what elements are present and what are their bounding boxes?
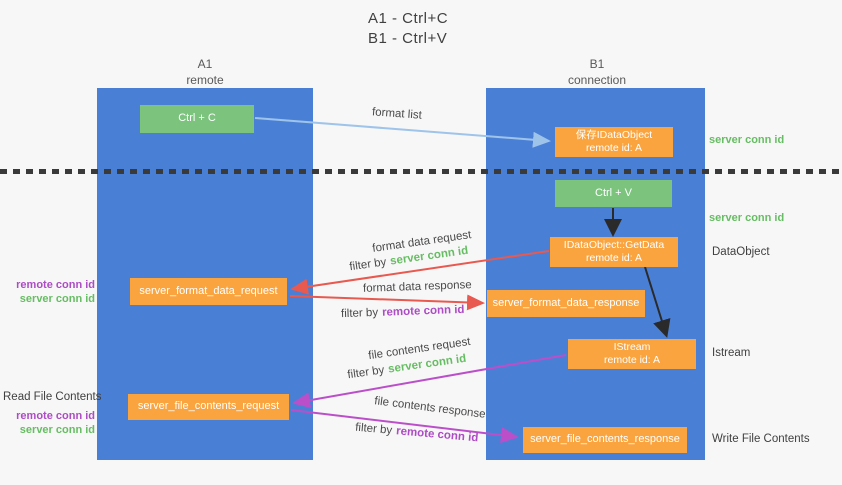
node-save-idataobject: 保存IDataObject remote id: A: [555, 127, 673, 157]
node-server-format-data-request: server_format_data_request: [130, 278, 287, 305]
filter-by-text: filter by: [346, 364, 386, 382]
annotation-dataobject: DataObject: [712, 246, 770, 258]
node-ctrl-v: Ctrl + V: [555, 180, 672, 207]
annotation-server-conn-id-top: server conn id: [709, 134, 785, 146]
filter-by-text: filter by: [354, 421, 393, 437]
annotation-remote-conn-id-1: remote conn id: [16, 279, 95, 291]
node-istream-line2: remote id: A: [603, 354, 661, 366]
annotation-server-conn-id-1: server conn id: [19, 292, 95, 305]
node-server-format-data-response-label: server_format_data_response: [492, 296, 640, 309]
title-line-1: A1 - Ctrl+C: [368, 10, 449, 27]
arrow-format-data-response: [289, 294, 485, 311]
annotation-conn-ids-top: remote conn id server conn id: [0, 279, 95, 307]
annotation-conn-ids-bottom: remote conn id server conn id: [0, 410, 95, 438]
node-server-file-contents-request: server_file_contents_request: [128, 394, 289, 420]
node-idataobject-getdata-line1: IDataObject::GetData: [563, 238, 665, 251]
remote-conn-id-text: remote conn id: [381, 303, 465, 319]
remote-conn-id-text: remote conn id: [395, 425, 479, 445]
lane-left-subtitle: remote: [186, 72, 224, 87]
lane-right-name: B1: [589, 57, 605, 71]
label-file-contents-response: file contents response: [374, 395, 487, 421]
annotation-remote-conn-id-2: remote conn id: [16, 410, 95, 422]
filter-by-text: filter by: [348, 256, 388, 274]
node-idataobject-getdata: IDataObject::GetData remote id: A: [550, 237, 678, 267]
lane-right-subtitle: connection: [567, 72, 627, 87]
node-save-idataobject-line1: 保存IDataObject: [575, 128, 653, 141]
label-file-contents-response-text: file contents response: [373, 395, 487, 421]
node-server-format-data-response: server_format_data_response: [487, 290, 645, 317]
annotation-server-conn-id-2: server conn id: [19, 423, 95, 436]
lane-header-right: B1 connection: [537, 57, 657, 88]
node-server-file-contents-request-label: server_file_contents_request: [137, 400, 280, 413]
node-save-idataobject-line2: remote id: A: [585, 142, 643, 154]
node-istream-line1: IStream: [613, 340, 651, 353]
node-ctrl-c-label: Ctrl + C: [178, 112, 216, 125]
node-server-format-data-request-label: server_format_data_request: [139, 284, 278, 297]
node-server-file-contents-response-label: server_file_contents_response: [530, 433, 680, 446]
lane-header-left: A1 remote: [145, 57, 265, 88]
label-format-list: format list: [372, 106, 423, 121]
node-idataobject-getdata-line2: remote id: A: [585, 252, 643, 264]
annotation-read-file-contents: Read File Contents: [3, 391, 102, 403]
label-format-data-response-text: format data response: [362, 279, 472, 295]
label-format-data-response: format data response: [363, 279, 472, 295]
session-divider-dotted-line: [0, 169, 842, 174]
lane-left-name: A1: [197, 57, 213, 71]
annotation-istream: Istream: [712, 347, 751, 359]
title-line-2: B1 - Ctrl+V: [368, 30, 448, 48]
annotation-server-conn-id-mid: server conn id: [709, 212, 785, 224]
node-server-file-contents-response: server_file_contents_response: [523, 427, 687, 453]
filter-by-text: filter by: [340, 306, 379, 321]
diagram-title: A1 - Ctrl+C B1 - Ctrl+V: [368, 9, 448, 50]
node-ctrl-c: Ctrl + C: [140, 105, 254, 133]
label-format-list-text: format list: [371, 106, 423, 122]
annotation-write-file-contents: Write File Contents: [712, 433, 810, 445]
node-istream: IStream remote id: A: [568, 339, 696, 369]
node-ctrl-v-label: Ctrl + V: [595, 186, 632, 199]
